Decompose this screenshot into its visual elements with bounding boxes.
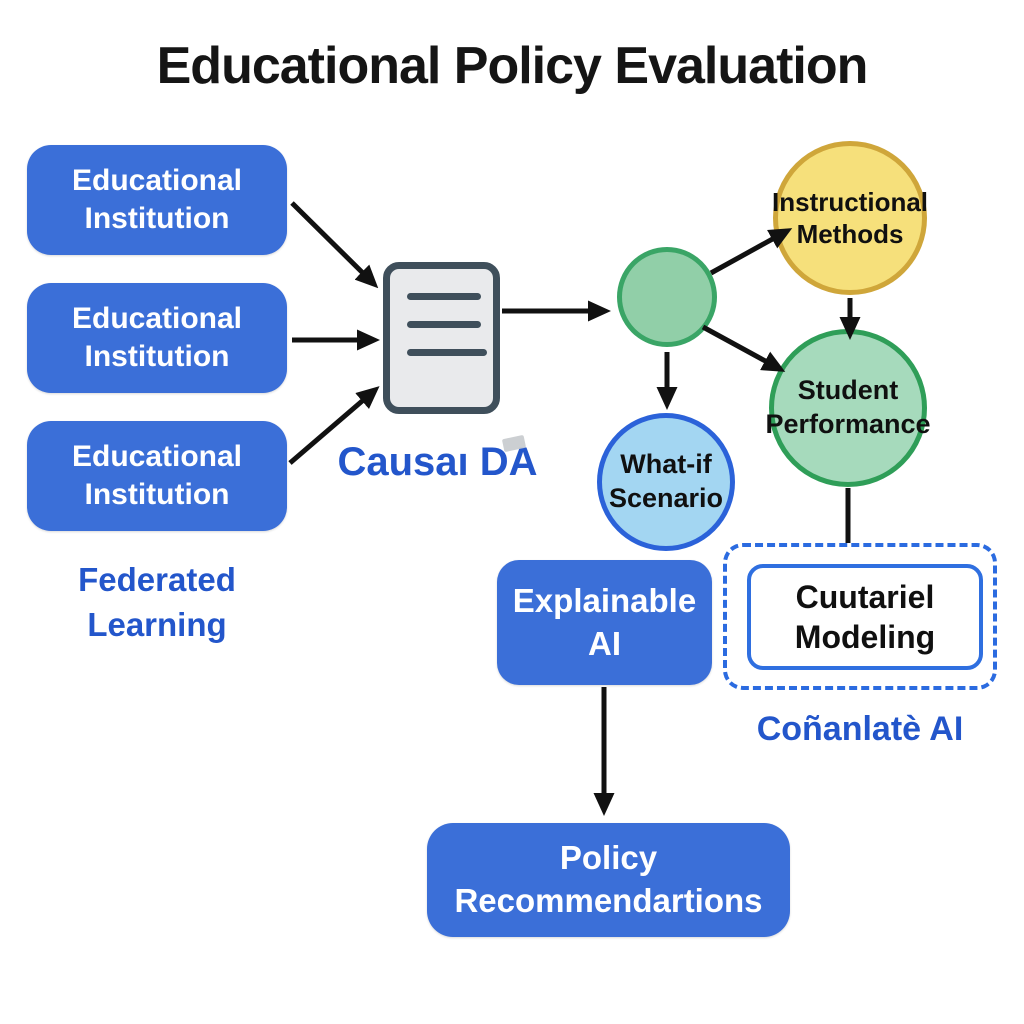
document-icon: [383, 262, 500, 414]
node-label: Explainable AI: [512, 581, 697, 662]
node-educational-institution-1: Educational Institution: [27, 145, 287, 255]
node-label: Instructional Methods: [772, 186, 929, 250]
node-label: Cuutariel Modeling: [794, 579, 936, 655]
arrow-hub-to-student-performance: [701, 324, 786, 372]
document-text-line: [407, 349, 487, 356]
document-text-line: [407, 293, 481, 300]
node-educational-institution-3: Educational Institution: [27, 421, 287, 531]
node-explainable-ai: Explainable AI: [497, 560, 712, 685]
node-hub-circle: [617, 247, 717, 347]
federated-learning-caption: Federated Learning: [78, 561, 236, 643]
node-label: Educational Institution: [71, 301, 243, 373]
node-counterfactual-modeling: Cuutariel Modeling: [747, 564, 983, 670]
document-text-line: [407, 321, 481, 328]
node-label: Policy Recommendartions: [454, 839, 763, 919]
node-label: Educational Institution: [71, 163, 243, 235]
node-policy-recommendations: Policy Recommendartions: [427, 823, 790, 937]
node-label: Educational Institution: [71, 439, 243, 511]
counterfactual-ai-caption: Coñanlatè AI: [756, 710, 964, 748]
node-educational-institution-2: Educational Institution: [27, 283, 287, 393]
node-label: Student Performance: [765, 375, 931, 439]
diagram-title: Educational Policy Evaluation: [156, 37, 869, 95]
node-what-if-scenario: What-if Scenario: [597, 413, 735, 551]
node-label: What-if Scenario: [608, 449, 724, 513]
node-student-performance: Student Performance: [765, 329, 931, 487]
arrow-institution1-to-document: [290, 201, 379, 289]
counterfactual-dashed-container: [723, 543, 997, 690]
node-instructional-methods: Instructional Methods: [772, 141, 929, 295]
